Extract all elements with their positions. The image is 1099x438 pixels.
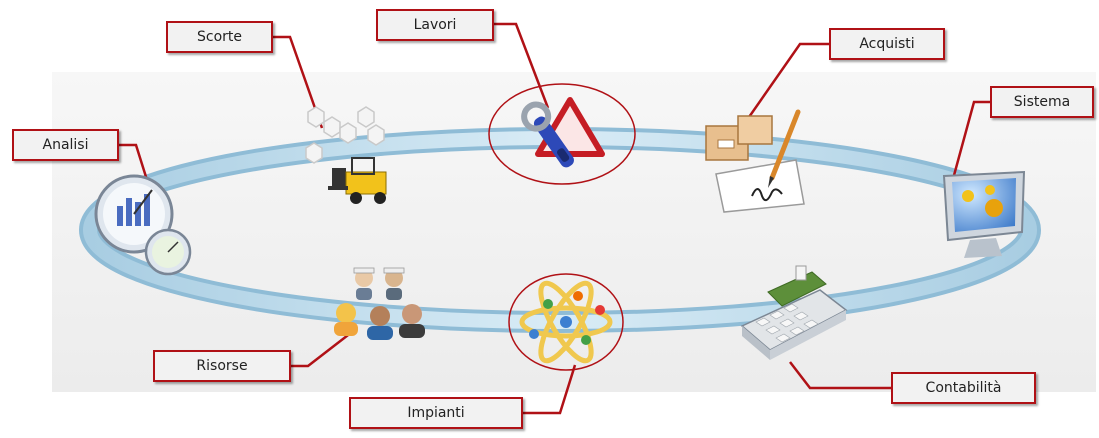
label-risorse[interactable]: Risorse [153, 350, 291, 382]
connector-lines [119, 22, 990, 415]
gauges-chart-icon [94, 174, 192, 276]
label-lavori[interactable]: Lavori [376, 9, 494, 41]
calculator-register-icon [740, 265, 848, 360]
label-contabilita[interactable]: Contabilità [891, 372, 1036, 404]
boxes-contract-icon [705, 109, 805, 213]
people-workers-icon [334, 267, 425, 340]
connector-acquisti [738, 42, 829, 131]
label-acquisti[interactable]: Acquisti [829, 28, 945, 60]
connector-contabilita [789, 361, 891, 390]
label-impianti[interactable]: Impianti [349, 397, 523, 429]
label-sistema[interactable]: Sistema [990, 86, 1094, 118]
wrench-warning-icon [488, 83, 636, 185]
connector-lavori [494, 22, 550, 109]
atom-icon [508, 273, 624, 371]
connector-sistema [948, 100, 990, 191]
connector-scorte [273, 35, 324, 129]
monitor-gears-icon [942, 170, 1026, 258]
label-scorte[interactable]: Scorte [166, 21, 273, 53]
connector-impianti [523, 364, 577, 415]
label-analisi[interactable]: Analisi [12, 129, 119, 161]
connector-risorse [291, 331, 353, 368]
forklift-hexagons-icon [305, 106, 387, 204]
